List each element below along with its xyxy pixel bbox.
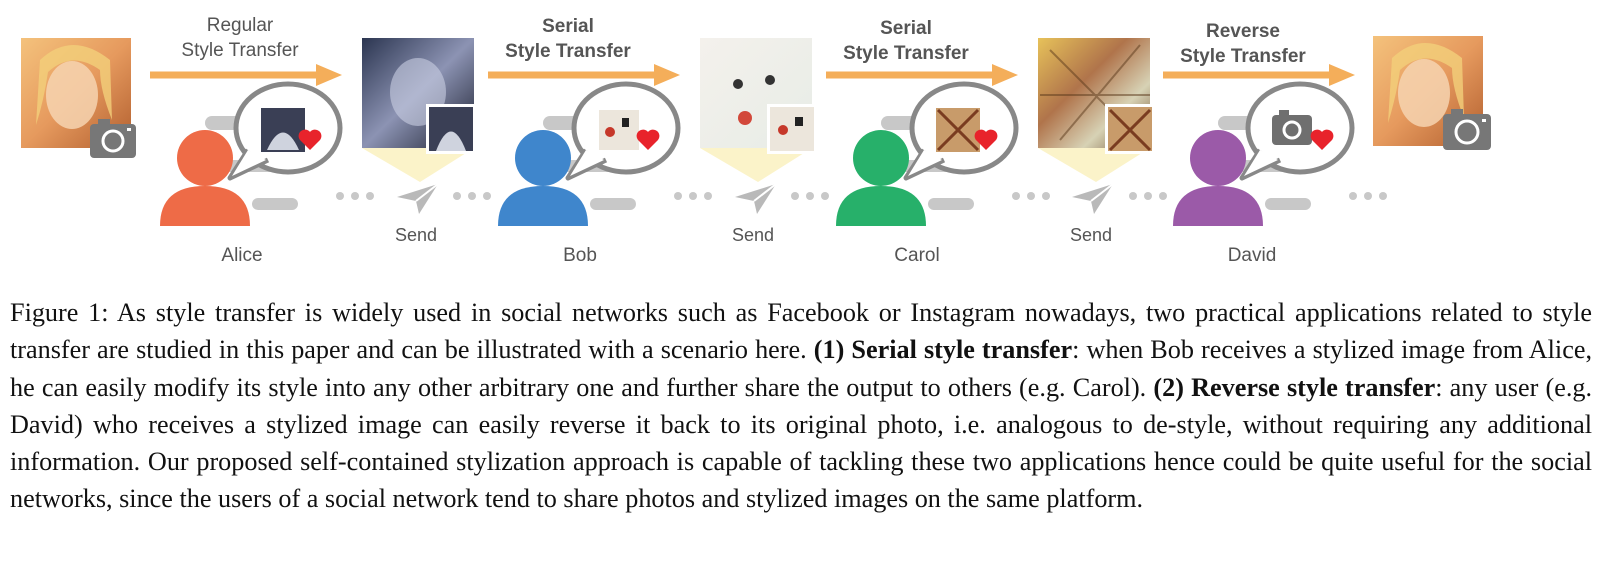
arrow-label-line1: Regular	[207, 15, 274, 36]
user-name: Alice	[221, 245, 262, 266]
user-carol: Carol	[836, 81, 1019, 266]
stylized-image-mosaic	[1038, 38, 1155, 182]
scenario-diagram: Regular Style Transfer Serial Style Tran…	[0, 0, 1601, 280]
arrow-reverse-transfer: Reverse Style Transfer	[1163, 21, 1355, 86]
figure-caption: Figure 1: As style transfer is widely us…	[10, 294, 1592, 518]
original-photo	[21, 38, 131, 148]
camera-icon	[1443, 109, 1491, 150]
avatar	[160, 130, 250, 226]
heart-icon	[636, 129, 660, 150]
speech-bubble	[227, 81, 343, 181]
camera-icon	[1272, 110, 1312, 145]
send-label: Send	[395, 225, 437, 245]
user-name: Carol	[894, 245, 939, 266]
stylized-image-dark	[362, 38, 476, 182]
speech-bubble	[1239, 81, 1355, 181]
send-label: Send	[732, 225, 774, 245]
arrow-serial-transfer-2: Serial Style Transfer	[826, 18, 1018, 86]
send-icon	[397, 183, 439, 214]
user-bob: Bob	[498, 81, 681, 266]
heart-icon	[974, 129, 998, 150]
caption-text-serial: : when Bob receives a stylized image fro…	[10, 335, 1592, 402]
arrow-label-line1: Serial	[880, 18, 932, 39]
avatar	[1173, 130, 1263, 226]
send-icon	[735, 183, 777, 214]
heart-icon	[1310, 129, 1334, 150]
speech-bubble	[565, 81, 681, 181]
arrow-regular-transfer: Regular Style Transfer	[150, 15, 342, 86]
arrow-label-line1: Serial	[542, 16, 594, 37]
avatar	[498, 130, 588, 226]
arrow-label-line2: Style Transfer	[1180, 46, 1306, 67]
arrow-label-line2: Style Transfer	[181, 40, 299, 61]
caption-text-reverse: : any user (e.g. David) who receives a s…	[10, 372, 1593, 514]
user-alice: Alice	[160, 81, 343, 266]
caption-term-reverse: (2) Reverse style transfer	[1153, 372, 1436, 402]
ellipsis-dots	[336, 192, 1387, 200]
reconstructed-photo	[1373, 36, 1483, 146]
stylized-image-pale	[700, 38, 817, 182]
heart-icon	[298, 129, 322, 150]
avatar	[836, 130, 926, 226]
speech-bubble	[903, 81, 1019, 181]
caption-term-serial: (1) Serial style transfer	[813, 335, 1073, 365]
arrow-serial-transfer-1: Serial Style Transfer	[488, 16, 680, 86]
arrow-label-line2: Style Transfer	[505, 41, 631, 62]
arrow-label-line2: Style Transfer	[843, 43, 969, 64]
caption-lead: Figure 1: As style transfer is widely us…	[10, 298, 1592, 365]
send-icon	[1072, 183, 1114, 214]
user-david: David	[1173, 81, 1355, 266]
user-name: David	[1228, 245, 1277, 266]
arrow-label-line1: Reverse	[1206, 21, 1280, 42]
user-name: Bob	[563, 245, 597, 266]
send-label: Send	[1070, 225, 1112, 245]
camera-icon	[90, 119, 136, 158]
